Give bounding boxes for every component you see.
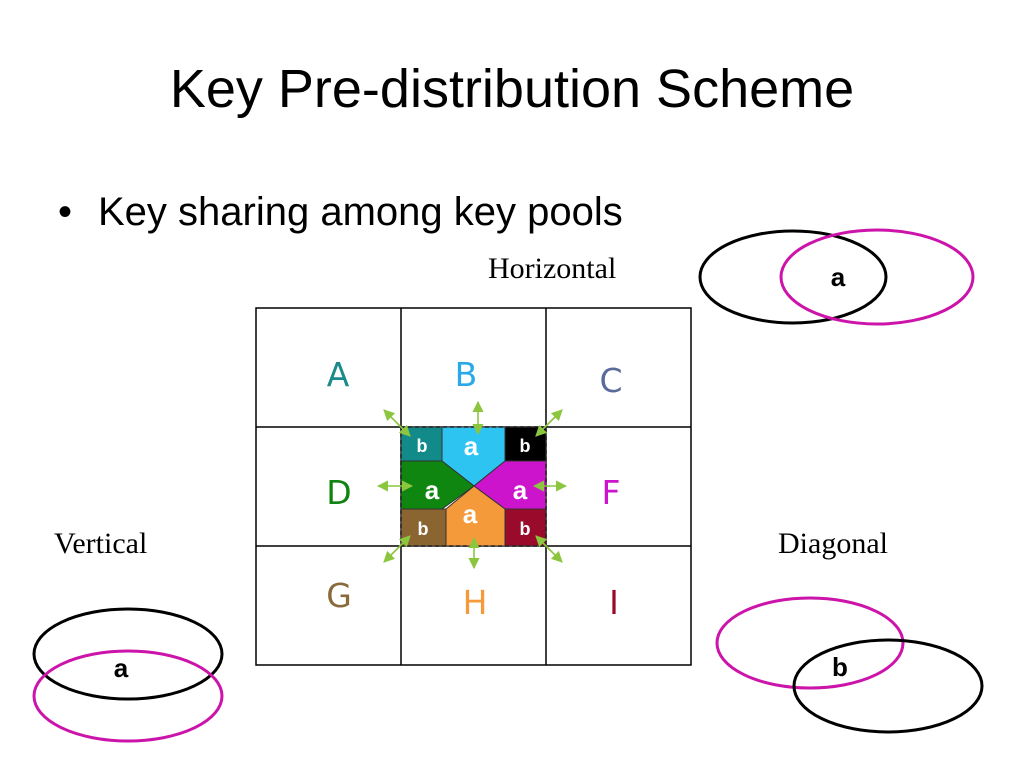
center-cell (400, 426, 547, 547)
venn-diagonal-pool-2 (792, 638, 984, 734)
venn-vertical (32, 607, 224, 743)
label-bottom: a (463, 499, 478, 529)
slide-title: Key Pre-distribution Scheme (169, 59, 855, 119)
venn-vertical-shared: a (114, 653, 129, 683)
label-bottom-left: b (418, 519, 429, 539)
grid-border (255, 307, 692, 666)
cell-d: D (326, 473, 351, 512)
arrow-top-left (383, 409, 411, 437)
cell-c: C (599, 361, 622, 400)
cell-i: I (609, 583, 619, 622)
cell-b: B (455, 355, 478, 394)
venn-diagonal-shared: b (832, 652, 848, 682)
cell-a: A (327, 355, 350, 394)
venn-horizontal-pool-1 (698, 229, 888, 325)
label-diagonal: Diagonal (778, 527, 888, 560)
venn-diagonal-pool-1 (715, 596, 905, 690)
arrow-bottom-right (535, 535, 563, 563)
label-right: a (513, 475, 528, 505)
cell-f: F (602, 473, 621, 512)
arrow-top-right (535, 409, 563, 437)
label-horizontal: Horizontal (488, 252, 617, 285)
venn-vertical-pool-2 (32, 649, 224, 743)
arrow-bottom-left (383, 535, 411, 563)
label-top-right: b (520, 436, 531, 456)
label-vertical: Vertical (54, 527, 148, 560)
bullet-text: Key sharing among key pools (98, 190, 623, 234)
venn-horizontal-pool-2 (779, 228, 975, 326)
bullet-marker: • (58, 190, 73, 234)
cell-h: H (463, 583, 488, 622)
cell-g: G (326, 576, 352, 615)
venn-diagonal (715, 596, 984, 734)
venn-horizontal (698, 228, 975, 326)
label-top-left: b (417, 436, 428, 456)
label-left: a (425, 475, 440, 505)
venn-vertical-pool-1 (32, 607, 224, 701)
region-left (400, 460, 475, 510)
bullet-item: • Key sharing among key pools (58, 190, 623, 235)
label-top: a (464, 431, 479, 461)
label-bottom-right: b (520, 519, 531, 539)
venn-horizontal-shared: a (831, 262, 846, 292)
sharing-arrows (376, 400, 568, 570)
